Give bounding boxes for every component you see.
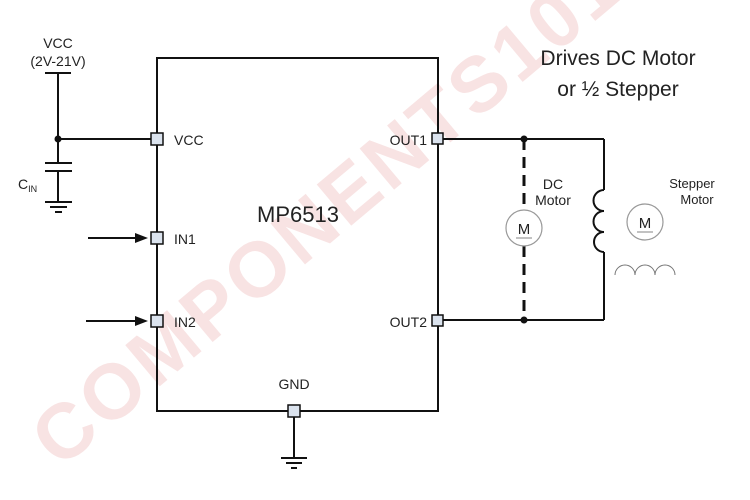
capacitor-label-sub: IN xyxy=(28,184,37,194)
dc-motor-symbol: M xyxy=(518,221,531,238)
stepper-motor-symbol: M xyxy=(639,215,652,232)
junction-dot xyxy=(520,316,528,324)
pin-in2 xyxy=(150,314,164,328)
stepper-motor-icon xyxy=(626,203,664,241)
capacitor-label-main: C xyxy=(18,176,28,192)
dc-motor-label: DC xyxy=(543,176,563,192)
pin-label-out1: OUT1 xyxy=(390,132,428,148)
ground-icon xyxy=(45,201,72,213)
junction-dot xyxy=(520,135,528,143)
arrow-icon xyxy=(135,316,148,326)
pin-out2 xyxy=(431,314,444,327)
dc-motor-label: Motor xyxy=(535,192,571,208)
pin-label-in2: IN2 xyxy=(174,314,196,330)
pin-label-out2: OUT2 xyxy=(390,314,428,330)
pin-gnd xyxy=(287,404,301,418)
dc-motor-icon xyxy=(505,209,543,247)
pin-vcc xyxy=(150,132,164,146)
chip-name: MP6513 xyxy=(257,202,339,227)
pin-label-in1: IN1 xyxy=(174,231,196,247)
ground-icon xyxy=(281,457,307,469)
pin-out1 xyxy=(431,132,444,145)
pin-label-vcc: VCC xyxy=(174,132,204,148)
supply-label: VCC xyxy=(43,35,73,51)
capacitor-label: CIN xyxy=(18,176,37,194)
stepper-motor-label: Motor xyxy=(680,192,714,207)
title-line2: or ½ Stepper xyxy=(557,78,678,101)
arrow-icon xyxy=(135,233,148,243)
stepper-coil-icon xyxy=(614,264,676,276)
supply-range: (2V-21V) xyxy=(30,53,85,69)
pin-in1 xyxy=(150,231,164,245)
stepper-motor-label: Stepper xyxy=(669,176,715,191)
pin-label-gnd: GND xyxy=(278,376,309,392)
stepper-coil-icon xyxy=(592,189,605,253)
title-line1: Drives DC Motor xyxy=(540,47,695,70)
junction-dot xyxy=(54,135,62,143)
